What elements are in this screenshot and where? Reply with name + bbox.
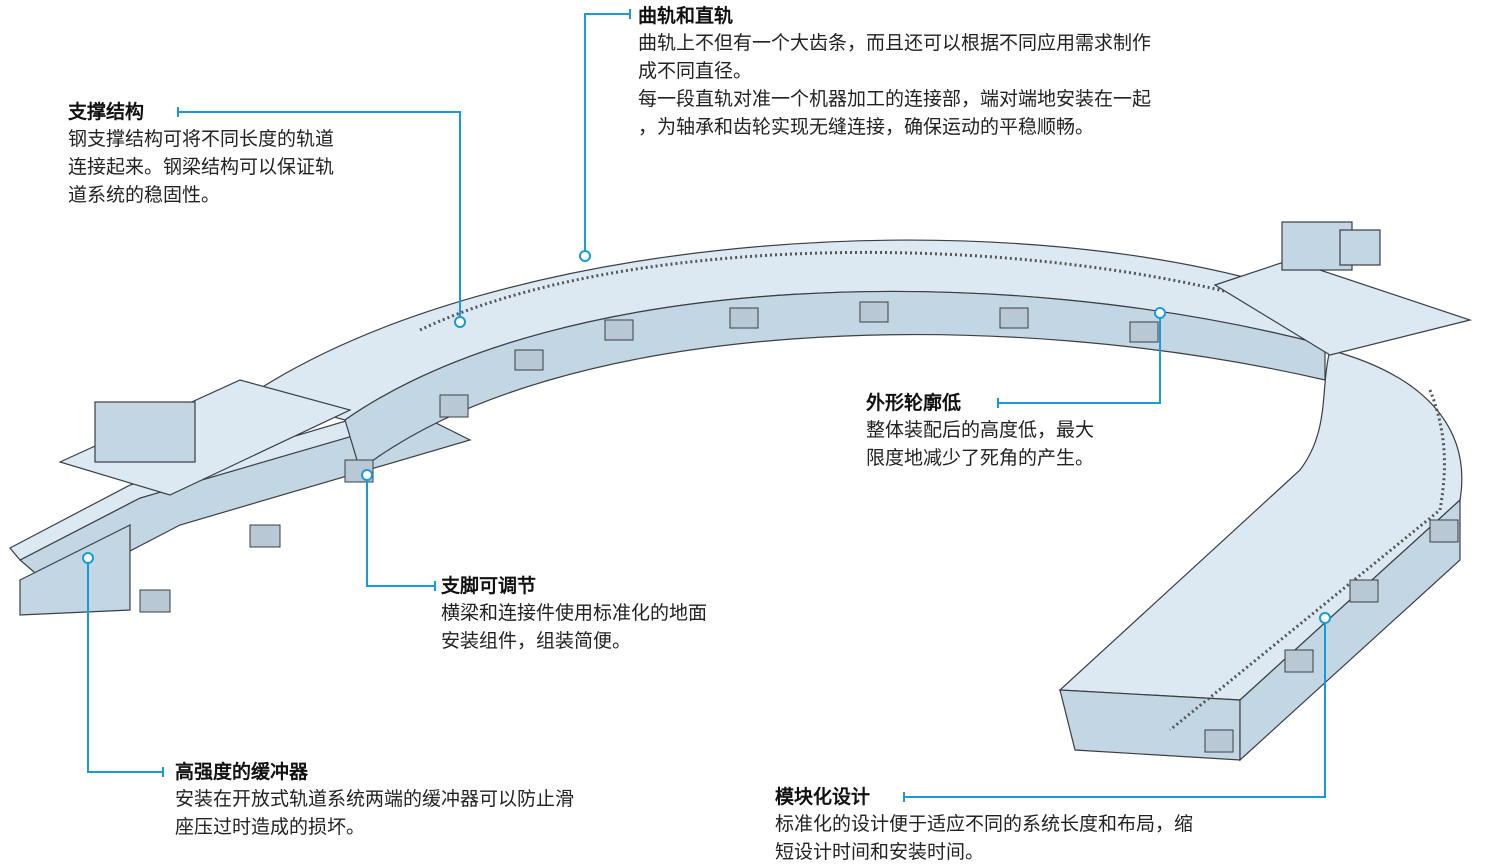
- callout-title: 支撑结构: [68, 101, 145, 123]
- callout-title: 模块化设计: [775, 786, 871, 808]
- callout-title: 曲轨和直轨: [638, 5, 734, 27]
- callout-title: 高强度的缓冲器: [175, 761, 309, 783]
- right-straight-rail: [1058, 349, 1463, 762]
- callout-title: 支脚可调节: [441, 575, 537, 597]
- leader-curved-rail: [584, 13, 630, 252]
- callout-low-profile: 外形轮廓低 整体装配后的高度低，最大 限度地减少了死角的产生。: [866, 390, 1196, 472]
- leader-endpoints: [82, 250, 1331, 624]
- callout-buffer: 高强度的缓冲器 安装在开放式轨道系统两端的缓冲器可以防止滑 座压过时造成的损坏。: [175, 759, 735, 841]
- right-drive-platform: [1213, 221, 1473, 356]
- callout-body: 标准化的设计便于适应不同的系统长度和布局，缩 短设计时间和安装时间。: [775, 813, 1194, 863]
- callout-body: 钢支撑结构可将不同长度的轨道 连接起来。钢梁结构可以保证轨 道系统的稳固性。: [68, 128, 335, 206]
- callout-body: 曲轨上不但有一个大齿条，而且还可以根据不同应用需求制作 成不同直径。 每一段直轨…: [638, 32, 1152, 138]
- leader-low-profile: [998, 313, 1161, 404]
- callout-body: 整体装配后的高度低，最大 限度地减少了死角的产生。: [866, 419, 1095, 469]
- callout-support: 支撑结构 钢支撑结构可将不同长度的轨道 连接起来。钢梁结构可以保证轨 道系统的稳…: [68, 99, 428, 209]
- leader-modular: [904, 621, 1326, 798]
- leader-lines: [87, 9, 1326, 802]
- mounting-feet: [139, 301, 1459, 753]
- leader-buffer: [87, 558, 163, 773]
- callout-body: 安装在开放式轨道系统两端的缓冲器可以防止滑 座压过时造成的损坏。: [175, 788, 575, 838]
- callout-modular: 模块化设计 标准化的设计便于适应不同的系统长度和布局，缩 短设计时间和安装时间。: [775, 784, 1335, 866]
- left-drive-platform: [58, 379, 352, 496]
- leader-adjustable-feet: [366, 475, 435, 587]
- callout-body: 横梁和连接件使用标准化的地面 安装组件，组装简便。: [441, 602, 708, 652]
- callout-adjustable-feet: 支脚可调节 横梁和连接件使用标准化的地面 安装组件，组装简便。: [441, 573, 811, 655]
- callout-title: 外形轮廓低: [866, 392, 962, 414]
- leader-support: [178, 111, 461, 318]
- callout-curved-rail: 曲轨和直轨 曲轨上不但有一个大齿条，而且还可以根据不同应用需求制作 成不同直径。…: [638, 3, 1318, 141]
